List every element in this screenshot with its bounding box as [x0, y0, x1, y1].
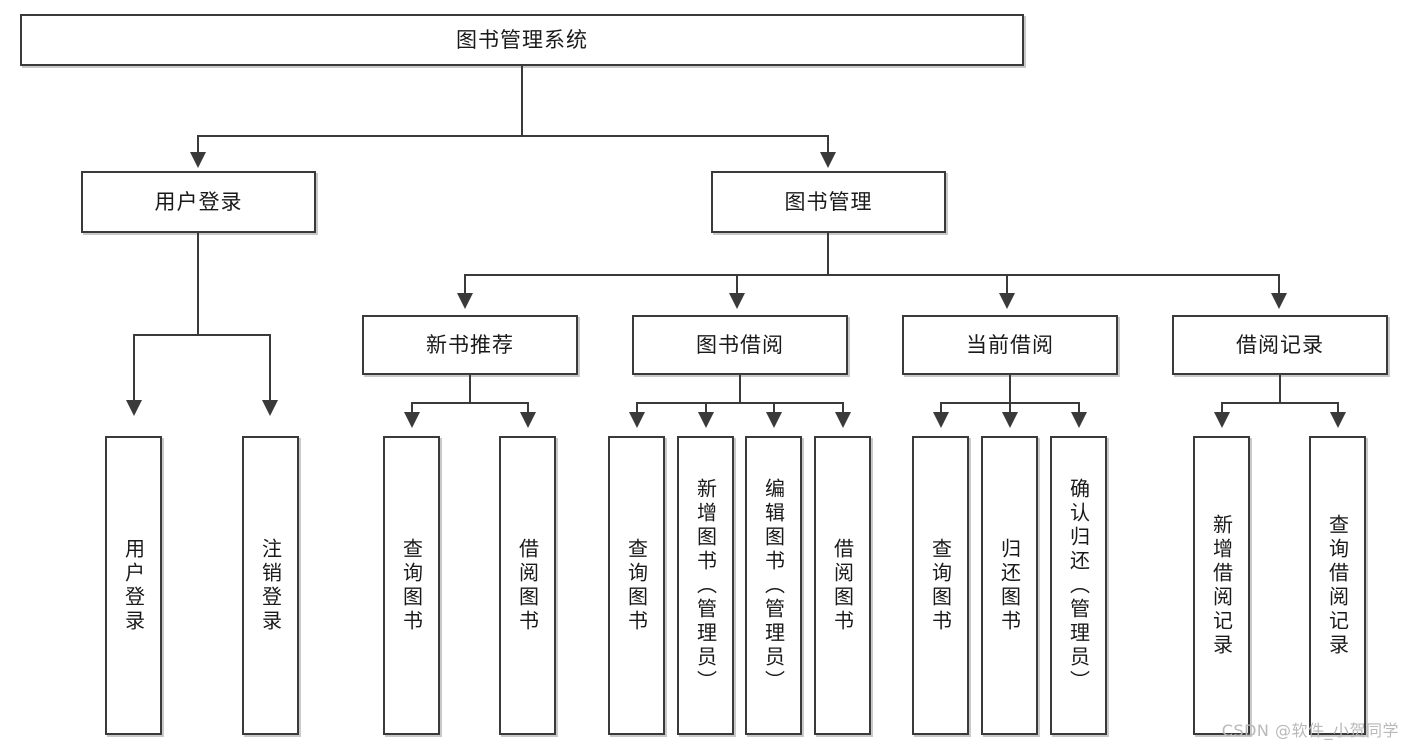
- arrow-cb-leaf-2: [1002, 412, 1018, 428]
- connector-cb-drop-1: [940, 402, 942, 414]
- leaf-borrow-book-2[interactable]: 借阅图书: [814, 436, 871, 735]
- connector-user-login-drop-2: [269, 334, 271, 402]
- leaf-return-book-label: 归还图书: [997, 537, 1022, 634]
- leaf-user-login[interactable]: 用户登录: [105, 436, 162, 735]
- arrow-user-login-leaf-1: [126, 400, 142, 416]
- leaf-borrow-book-1[interactable]: 借阅图书: [499, 436, 556, 735]
- node-book-borrow[interactable]: 图书借阅: [632, 315, 848, 375]
- node-borrow-record[interactable]: 借阅记录: [1172, 315, 1388, 375]
- connector-bm-drop-1: [464, 274, 466, 296]
- connector-bb-drop-1: [636, 402, 638, 414]
- leaf-logout-login-label: 注销登录: [258, 537, 283, 634]
- leaf-borrow-book-1-label: 借阅图书: [515, 537, 540, 634]
- connector-cb-stem: [1009, 375, 1011, 403]
- arrow-cb-leaf-3: [1071, 412, 1087, 428]
- node-root-label: 图书管理系统: [456, 27, 588, 52]
- connector-br-stem: [1279, 375, 1281, 403]
- connector-br-drop-2: [1337, 402, 1339, 414]
- connector-br-drop-1: [1221, 402, 1223, 414]
- connector-book-management-stem: [827, 233, 829, 275]
- leaf-add-book-label: 新增图书（管理员）: [693, 477, 718, 694]
- arrow-root-to-book-management: [820, 152, 836, 168]
- connector-cb-drop-2: [1009, 402, 1011, 414]
- connector-bm-drop-4: [1278, 274, 1280, 296]
- leaf-query-book-1[interactable]: 查询图书: [383, 436, 440, 735]
- arrow-bm-to-current-borrow: [999, 293, 1015, 309]
- node-book-management[interactable]: 图书管理: [711, 171, 946, 233]
- connector-bb-drop-4: [842, 402, 844, 414]
- leaf-add-record[interactable]: 新增借阅记录: [1193, 436, 1250, 735]
- connector-br-bus: [1221, 402, 1339, 404]
- connector-book-management-bus: [464, 274, 1280, 276]
- connector-root-to-user-login: [197, 135, 199, 155]
- leaf-query-book-2-label: 查询图书: [624, 537, 649, 634]
- leaf-query-book-3[interactable]: 查询图书: [912, 436, 969, 735]
- leaf-query-book-3-label: 查询图书: [928, 537, 953, 634]
- connector-bm-drop-2: [736, 274, 738, 296]
- leaf-edit-book[interactable]: 编辑图书（管理员）: [745, 436, 802, 735]
- leaf-return-book[interactable]: 归还图书: [981, 436, 1038, 735]
- leaf-confirm-return[interactable]: 确认归还（管理员）: [1050, 436, 1107, 735]
- connector-user-login-drop-1: [133, 334, 135, 402]
- leaf-query-record-label: 查询借阅记录: [1325, 513, 1350, 658]
- connector-nbr-drop-2: [527, 402, 529, 414]
- connector-root-stem: [521, 66, 523, 136]
- leaf-query-book-1-label: 查询图书: [399, 537, 424, 634]
- arrow-bm-to-book-borrow: [729, 293, 745, 309]
- connector-user-login-bus: [133, 334, 271, 336]
- connector-cb-drop-3: [1078, 402, 1080, 414]
- leaf-query-record[interactable]: 查询借阅记录: [1309, 436, 1366, 735]
- arrow-root-to-user-login: [190, 152, 206, 168]
- connector-bb-drop-2: [705, 402, 707, 414]
- connector-nbr-bus: [411, 402, 529, 404]
- node-user-login[interactable]: 用户登录: [81, 171, 316, 233]
- leaf-user-login-label: 用户登录: [121, 537, 146, 634]
- node-user-login-label: 用户登录: [154, 189, 243, 214]
- connector-bb-drop-3: [773, 402, 775, 414]
- node-book-borrow-label: 图书借阅: [696, 332, 784, 357]
- arrow-bm-to-borrow-record: [1271, 293, 1287, 309]
- arrow-br-leaf-2: [1330, 412, 1346, 428]
- leaf-add-record-label: 新增借阅记录: [1209, 513, 1234, 658]
- leaf-query-book-2[interactable]: 查询图书: [608, 436, 665, 735]
- arrow-bm-to-new-book-recommend: [457, 293, 473, 309]
- arrow-bb-leaf-2: [698, 412, 714, 428]
- connector-bb-stem: [739, 375, 741, 403]
- connector-root-to-book-management: [827, 135, 829, 155]
- connector-root-bus: [197, 135, 829, 137]
- arrow-user-login-leaf-2: [262, 400, 278, 416]
- connector-user-login-stem: [197, 233, 199, 335]
- leaf-confirm-return-label: 确认归还（管理员）: [1066, 477, 1091, 694]
- node-root[interactable]: 图书管理系统: [20, 14, 1024, 66]
- node-new-book-recommend-label: 新书推荐: [426, 332, 514, 357]
- node-borrow-record-label: 借阅记录: [1236, 332, 1324, 357]
- connector-nbr-drop-1: [411, 402, 413, 414]
- node-book-management-label: 图书管理: [784, 189, 873, 214]
- arrow-cb-leaf-1: [933, 412, 949, 428]
- node-new-book-recommend[interactable]: 新书推荐: [362, 315, 578, 375]
- leaf-add-book[interactable]: 新增图书（管理员）: [677, 436, 734, 735]
- csdn-watermark: CSDN @软件_小贺同学: [1221, 721, 1399, 740]
- arrow-bb-leaf-3: [766, 412, 782, 428]
- connector-bm-drop-3: [1006, 274, 1008, 296]
- connector-nbr-stem: [469, 375, 471, 403]
- arrow-nbr-leaf-2: [520, 412, 536, 428]
- leaf-edit-book-label: 编辑图书（管理员）: [761, 477, 786, 694]
- connector-bb-bus: [636, 402, 844, 404]
- leaf-borrow-book-2-label: 借阅图书: [830, 537, 855, 634]
- arrow-bb-leaf-4: [835, 412, 851, 428]
- node-current-borrow[interactable]: 当前借阅: [902, 315, 1118, 375]
- leaf-logout-login[interactable]: 注销登录: [242, 436, 299, 735]
- arrow-nbr-leaf-1: [404, 412, 420, 428]
- node-current-borrow-label: 当前借阅: [966, 332, 1054, 357]
- arrow-bb-leaf-1: [629, 412, 645, 428]
- arrow-br-leaf-1: [1214, 412, 1230, 428]
